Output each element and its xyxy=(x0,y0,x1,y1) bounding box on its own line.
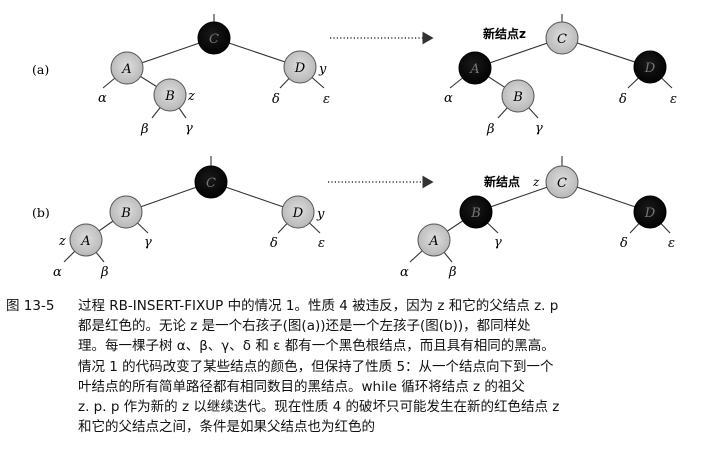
caption-line: 情况 1 的代码改变了某些结点的颜色，但保持了性质 5：从一个结点向下到一个 xyxy=(78,358,554,375)
node-b-red: B xyxy=(109,195,143,229)
node-c-black: C xyxy=(197,21,231,55)
svg-text:D: D xyxy=(644,61,656,76)
caption-line: 和它的父结点之间，条件是如果父结点也为红色的 xyxy=(78,419,375,436)
caption-line: 过程 RB-INSERT-FIXUP 中的情况 1。性质 4 被违反，因为 z … xyxy=(78,298,559,314)
leaf-epsilon: ε xyxy=(323,92,330,107)
node-d-black: D xyxy=(633,50,667,84)
svg-text:B: B xyxy=(164,89,175,104)
node-a-black: A xyxy=(458,51,492,85)
node-b-red: B xyxy=(153,78,187,112)
svg-text:D: D xyxy=(292,206,304,221)
node-a-red: A xyxy=(110,51,144,85)
new-node-label-a: 新结点z xyxy=(483,26,526,41)
caption-line: z. p. p 作为新的 z 以继续迭代。现在性质 4 的破坏只可能发生在新的红… xyxy=(78,399,560,416)
node-c-red-new: C xyxy=(545,21,579,55)
tag-y: y xyxy=(316,207,325,222)
leaf-epsilon: ε xyxy=(668,236,675,251)
node-b-black: B xyxy=(459,195,493,229)
rb-insert-fixup-case1-diagram: (a) C A D B y z α β γ δ ε xyxy=(32,14,677,280)
diagram-a-label: (a) xyxy=(32,62,49,77)
svg-text:B: B xyxy=(512,90,523,105)
caption-line: 叶结点的所有简单路径都有相同数目的黑结点。while 循环将结点 z 的祖父 xyxy=(78,378,525,395)
svg-text:B: B xyxy=(470,206,481,221)
node-c-red-new: C xyxy=(545,165,579,199)
node-d-red: D xyxy=(281,195,315,229)
leaf-beta: β xyxy=(486,122,495,137)
svg-text:C: C xyxy=(557,32,567,47)
node-d-red: D xyxy=(283,50,317,84)
node-a-red: A xyxy=(417,223,451,257)
leaf-delta: δ xyxy=(270,236,278,251)
new-node-label-b: 新结点 xyxy=(484,174,520,189)
new-node-tag-z: z xyxy=(532,175,540,189)
svg-text:D: D xyxy=(294,61,306,76)
leaf-epsilon: ε xyxy=(318,236,325,251)
svg-text:D: D xyxy=(644,206,656,221)
svg-text:C: C xyxy=(209,32,219,47)
leaf-alpha: α xyxy=(444,91,453,106)
leaf-gamma: γ xyxy=(535,121,543,136)
svg-text:A: A xyxy=(428,234,438,249)
leaf-gamma: γ xyxy=(144,235,152,250)
tag-y: y xyxy=(318,62,327,77)
tag-z: z xyxy=(187,89,195,104)
svg-text:C: C xyxy=(206,176,216,191)
tree-b-before xyxy=(63,156,321,263)
tag-z: z xyxy=(58,234,66,249)
caption-line: 都是红色的。无论 z 是一个右孩子(图(a))还是一个左孩子(图(b))，都同样… xyxy=(78,318,531,335)
leaf-beta: β xyxy=(140,122,149,137)
node-a-red: A xyxy=(69,223,103,257)
caption-line: 理。每一棵子树 α、β、γ、δ 和 ε 都有一个黑色根结点，而且具有相同的黑高。 xyxy=(78,338,555,355)
caption-figure-number: 图 13-5 xyxy=(6,298,55,314)
leaf-delta: δ xyxy=(620,236,628,251)
leaf-alpha: α xyxy=(53,265,62,280)
leaf-alpha: α xyxy=(400,265,409,280)
leaf-alpha: α xyxy=(98,91,107,106)
leaf-beta: β xyxy=(100,265,109,280)
leaf-beta: β xyxy=(448,265,457,280)
leaf-delta: δ xyxy=(272,92,280,107)
leaf-gamma: γ xyxy=(494,235,502,250)
svg-text:A: A xyxy=(121,62,131,77)
caption-text: 过程 RB-INSERT-FIXUP 中的情况 1。性质 4 被违反，因为 z … xyxy=(78,296,706,437)
leaf-delta: δ xyxy=(619,92,627,107)
node-b-red: B xyxy=(501,79,535,113)
svg-text:B: B xyxy=(120,206,131,221)
svg-text:A: A xyxy=(80,234,90,249)
leaf-gamma: γ xyxy=(185,121,193,136)
diagram-b-label: (b) xyxy=(32,205,50,220)
node-d-black: D xyxy=(633,195,667,229)
svg-text:A: A xyxy=(469,62,479,77)
svg-text:C: C xyxy=(557,176,567,191)
node-c-black: C xyxy=(194,165,228,199)
leaf-epsilon: ε xyxy=(670,92,677,107)
